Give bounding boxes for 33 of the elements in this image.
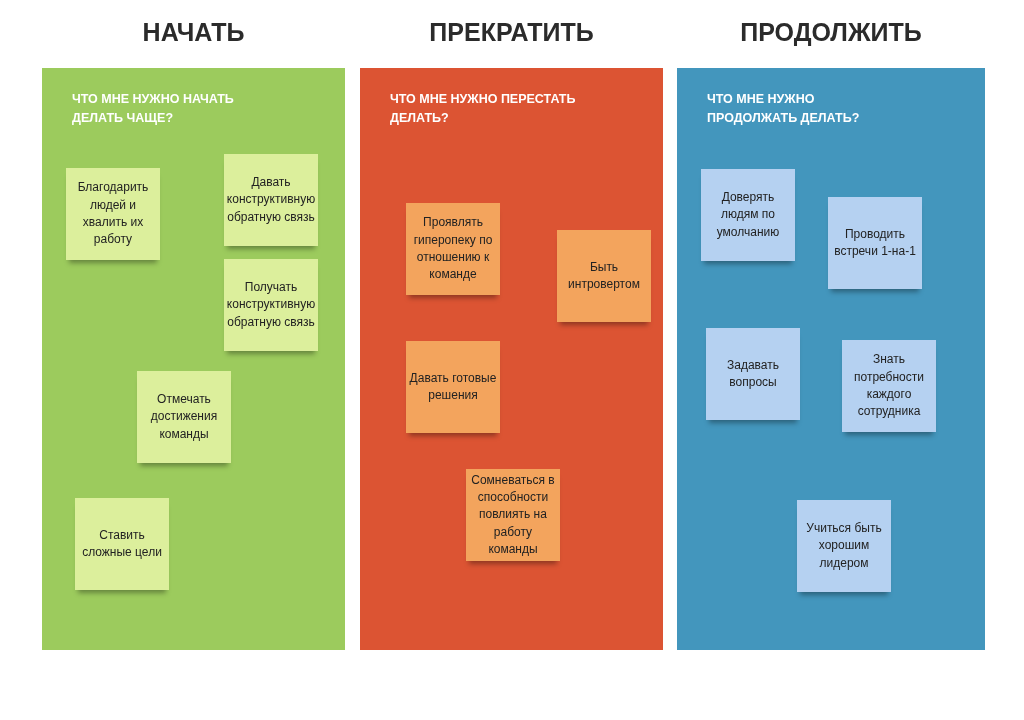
sticky-note	[828, 197, 922, 289]
column-question: ЧТО МНЕ НУЖНО ПРОДОЛЖАТЬ ДЕЛАТЬ?	[707, 91, 861, 127]
sticky-note	[706, 328, 800, 420]
note-text: Проявлять гиперопеку по отношению к команде	[412, 214, 494, 284]
note-text: Сомневаться в способности повлиять на работу команды	[470, 471, 556, 559]
column-heading: ПРОДОЛЖИТЬ	[739, 18, 923, 47]
column-question: ЧТО МНЕ НУЖНО ПЕРЕСТАТЬ ДЕЛАТЬ?	[390, 91, 577, 127]
note-text: Доверять людям по умолчанию	[715, 188, 781, 241]
note-text: Учиться быть хорошим лидером	[805, 519, 883, 572]
note-text: Знать потребности каждого сотрудника	[853, 351, 925, 421]
note-text: Давать конструктивную обратную связь	[226, 173, 316, 226]
sticky-note	[842, 340, 936, 432]
sticky-note	[224, 259, 318, 351]
note-text: Ставить сложные цели	[81, 526, 163, 561]
sticky-note	[797, 500, 891, 592]
sticky-note	[75, 498, 169, 590]
sticky-note	[137, 371, 231, 463]
column-heading: НАЧАТЬ	[141, 18, 246, 47]
note-text: Задавать вопросы	[726, 356, 780, 391]
column-question: ЧТО МНЕ НУЖНО НАЧАТЬ ДЕЛАТЬ ЧАЩЕ?	[72, 91, 235, 127]
sticky-note	[406, 203, 500, 295]
note-text: Давать готовые решения	[408, 369, 498, 404]
note-text: Отмечать достижения команды	[149, 390, 219, 443]
sticky-note	[224, 154, 318, 246]
note-text: Проводить встречи 1-на-1	[833, 225, 917, 260]
sticky-note	[557, 230, 651, 322]
note-text: Быть интровертом	[567, 258, 641, 293]
sticky-note	[406, 341, 500, 433]
sticky-note	[66, 168, 160, 260]
note-text: Благодарить людей и хвалить их работу	[76, 179, 150, 249]
note-text: Получать конструктивную обратную связь	[226, 278, 316, 331]
column-heading: ПРЕКРАТИТЬ	[428, 18, 595, 47]
sticky-note	[701, 169, 795, 261]
